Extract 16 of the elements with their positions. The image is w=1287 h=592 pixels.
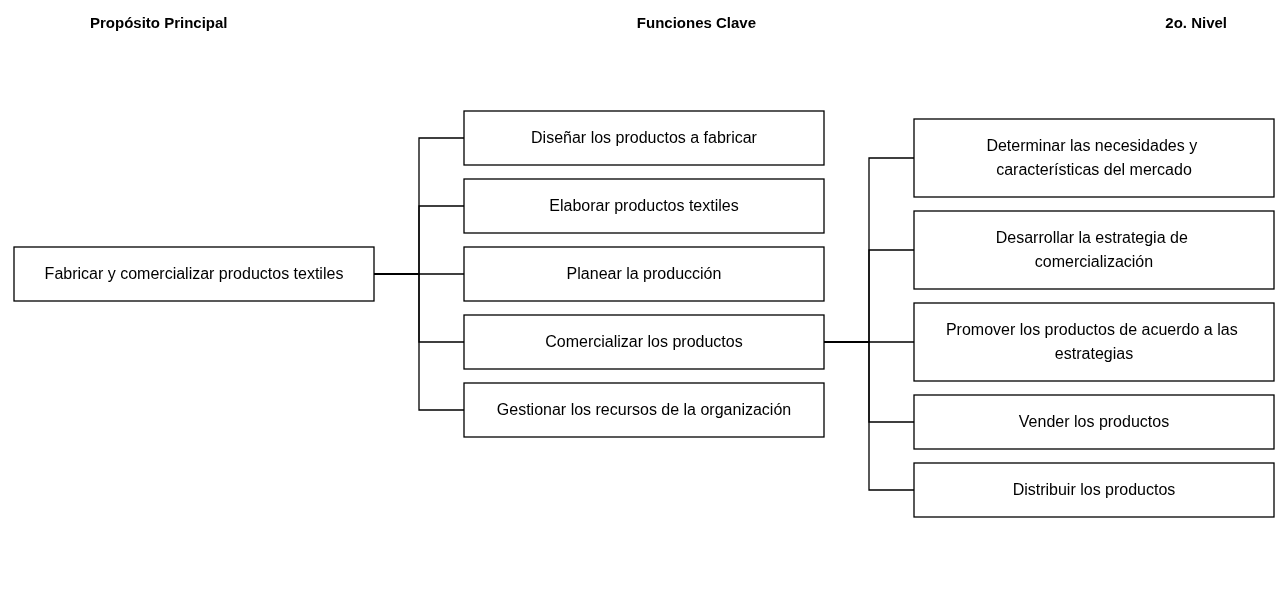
node-box: Promover los productos de acuerdo a las estrategias — [912, 302, 1275, 382]
node-box: Gestionar los recursos de la organización — [462, 382, 825, 438]
node-box: Elaborar productos textiles — [462, 178, 825, 234]
node-box: Planear la producción — [462, 246, 825, 302]
node-box: Determinar las necesidades y características del mercado — [912, 118, 1275, 198]
node-box: Diseñar los productos a fabricar — [462, 110, 825, 166]
column-heading: 2o. Nivel — [1165, 14, 1227, 33]
node-box: Fabricar y comercializar productos textiles — [12, 246, 375, 302]
node-box: Distribuir los productos — [912, 462, 1275, 518]
node-box: Vender los productos — [912, 394, 1275, 450]
connector — [822, 341, 915, 491]
node-box: Comercializar los productos — [462, 314, 825, 370]
connector — [372, 273, 465, 411]
column-heading: Funciones Clave — [636, 14, 756, 33]
column-heading: Propósito Principal — [90, 14, 228, 33]
node-box: Desarrollar la estrategia de comercialización — [912, 210, 1275, 290]
